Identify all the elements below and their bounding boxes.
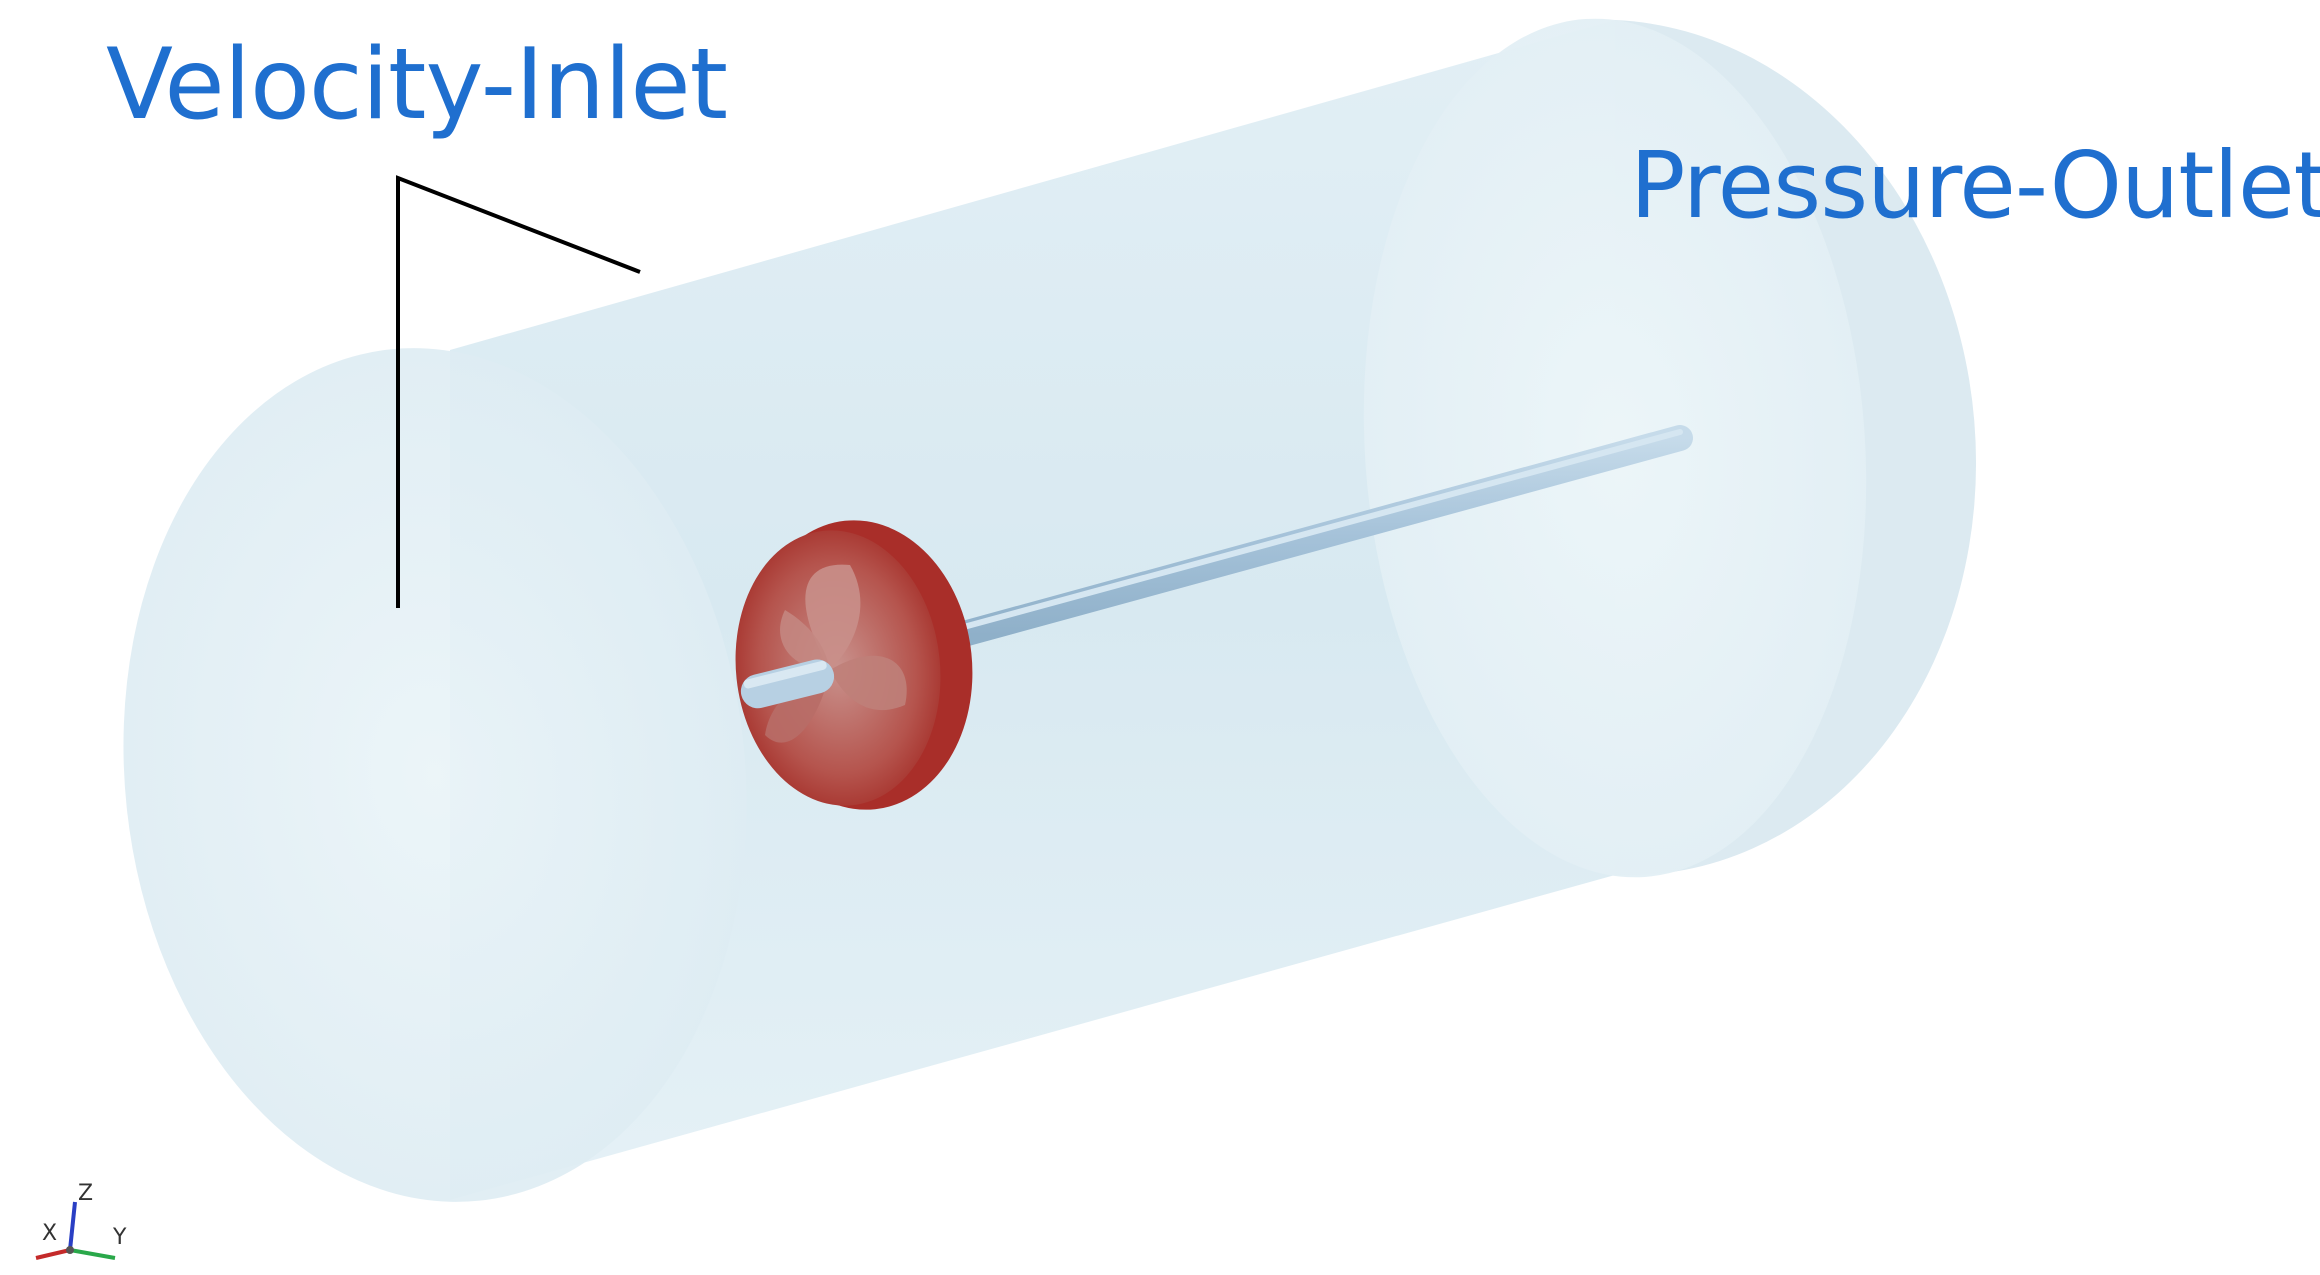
y-axis-label: Y bbox=[112, 1225, 127, 1250]
inlet-face bbox=[123, 348, 747, 1202]
inlet-leader-line bbox=[396, 175, 641, 608]
axis-triad: Z X Y bbox=[35, 1181, 127, 1260]
rotor bbox=[735, 520, 973, 810]
pressure-outlet-label: Pressure-Outlet bbox=[1630, 132, 2320, 239]
triad-origin bbox=[66, 1246, 74, 1254]
rotor-blade bbox=[830, 655, 907, 711]
z-axis-line bbox=[68, 1201, 77, 1251]
z-axis-label: Z bbox=[78, 1181, 93, 1206]
shaft-highlight bbox=[957, 429, 1683, 631]
y-axis-line bbox=[69, 1248, 116, 1260]
velocity-inlet-label: Velocity-Inlet bbox=[106, 28, 728, 142]
rotor-hub-highlight bbox=[743, 660, 827, 689]
rotor-blade bbox=[780, 610, 830, 670]
x-axis-line bbox=[35, 1248, 71, 1260]
shaft bbox=[947, 425, 1693, 648]
x-axis-label: X bbox=[42, 1221, 57, 1246]
